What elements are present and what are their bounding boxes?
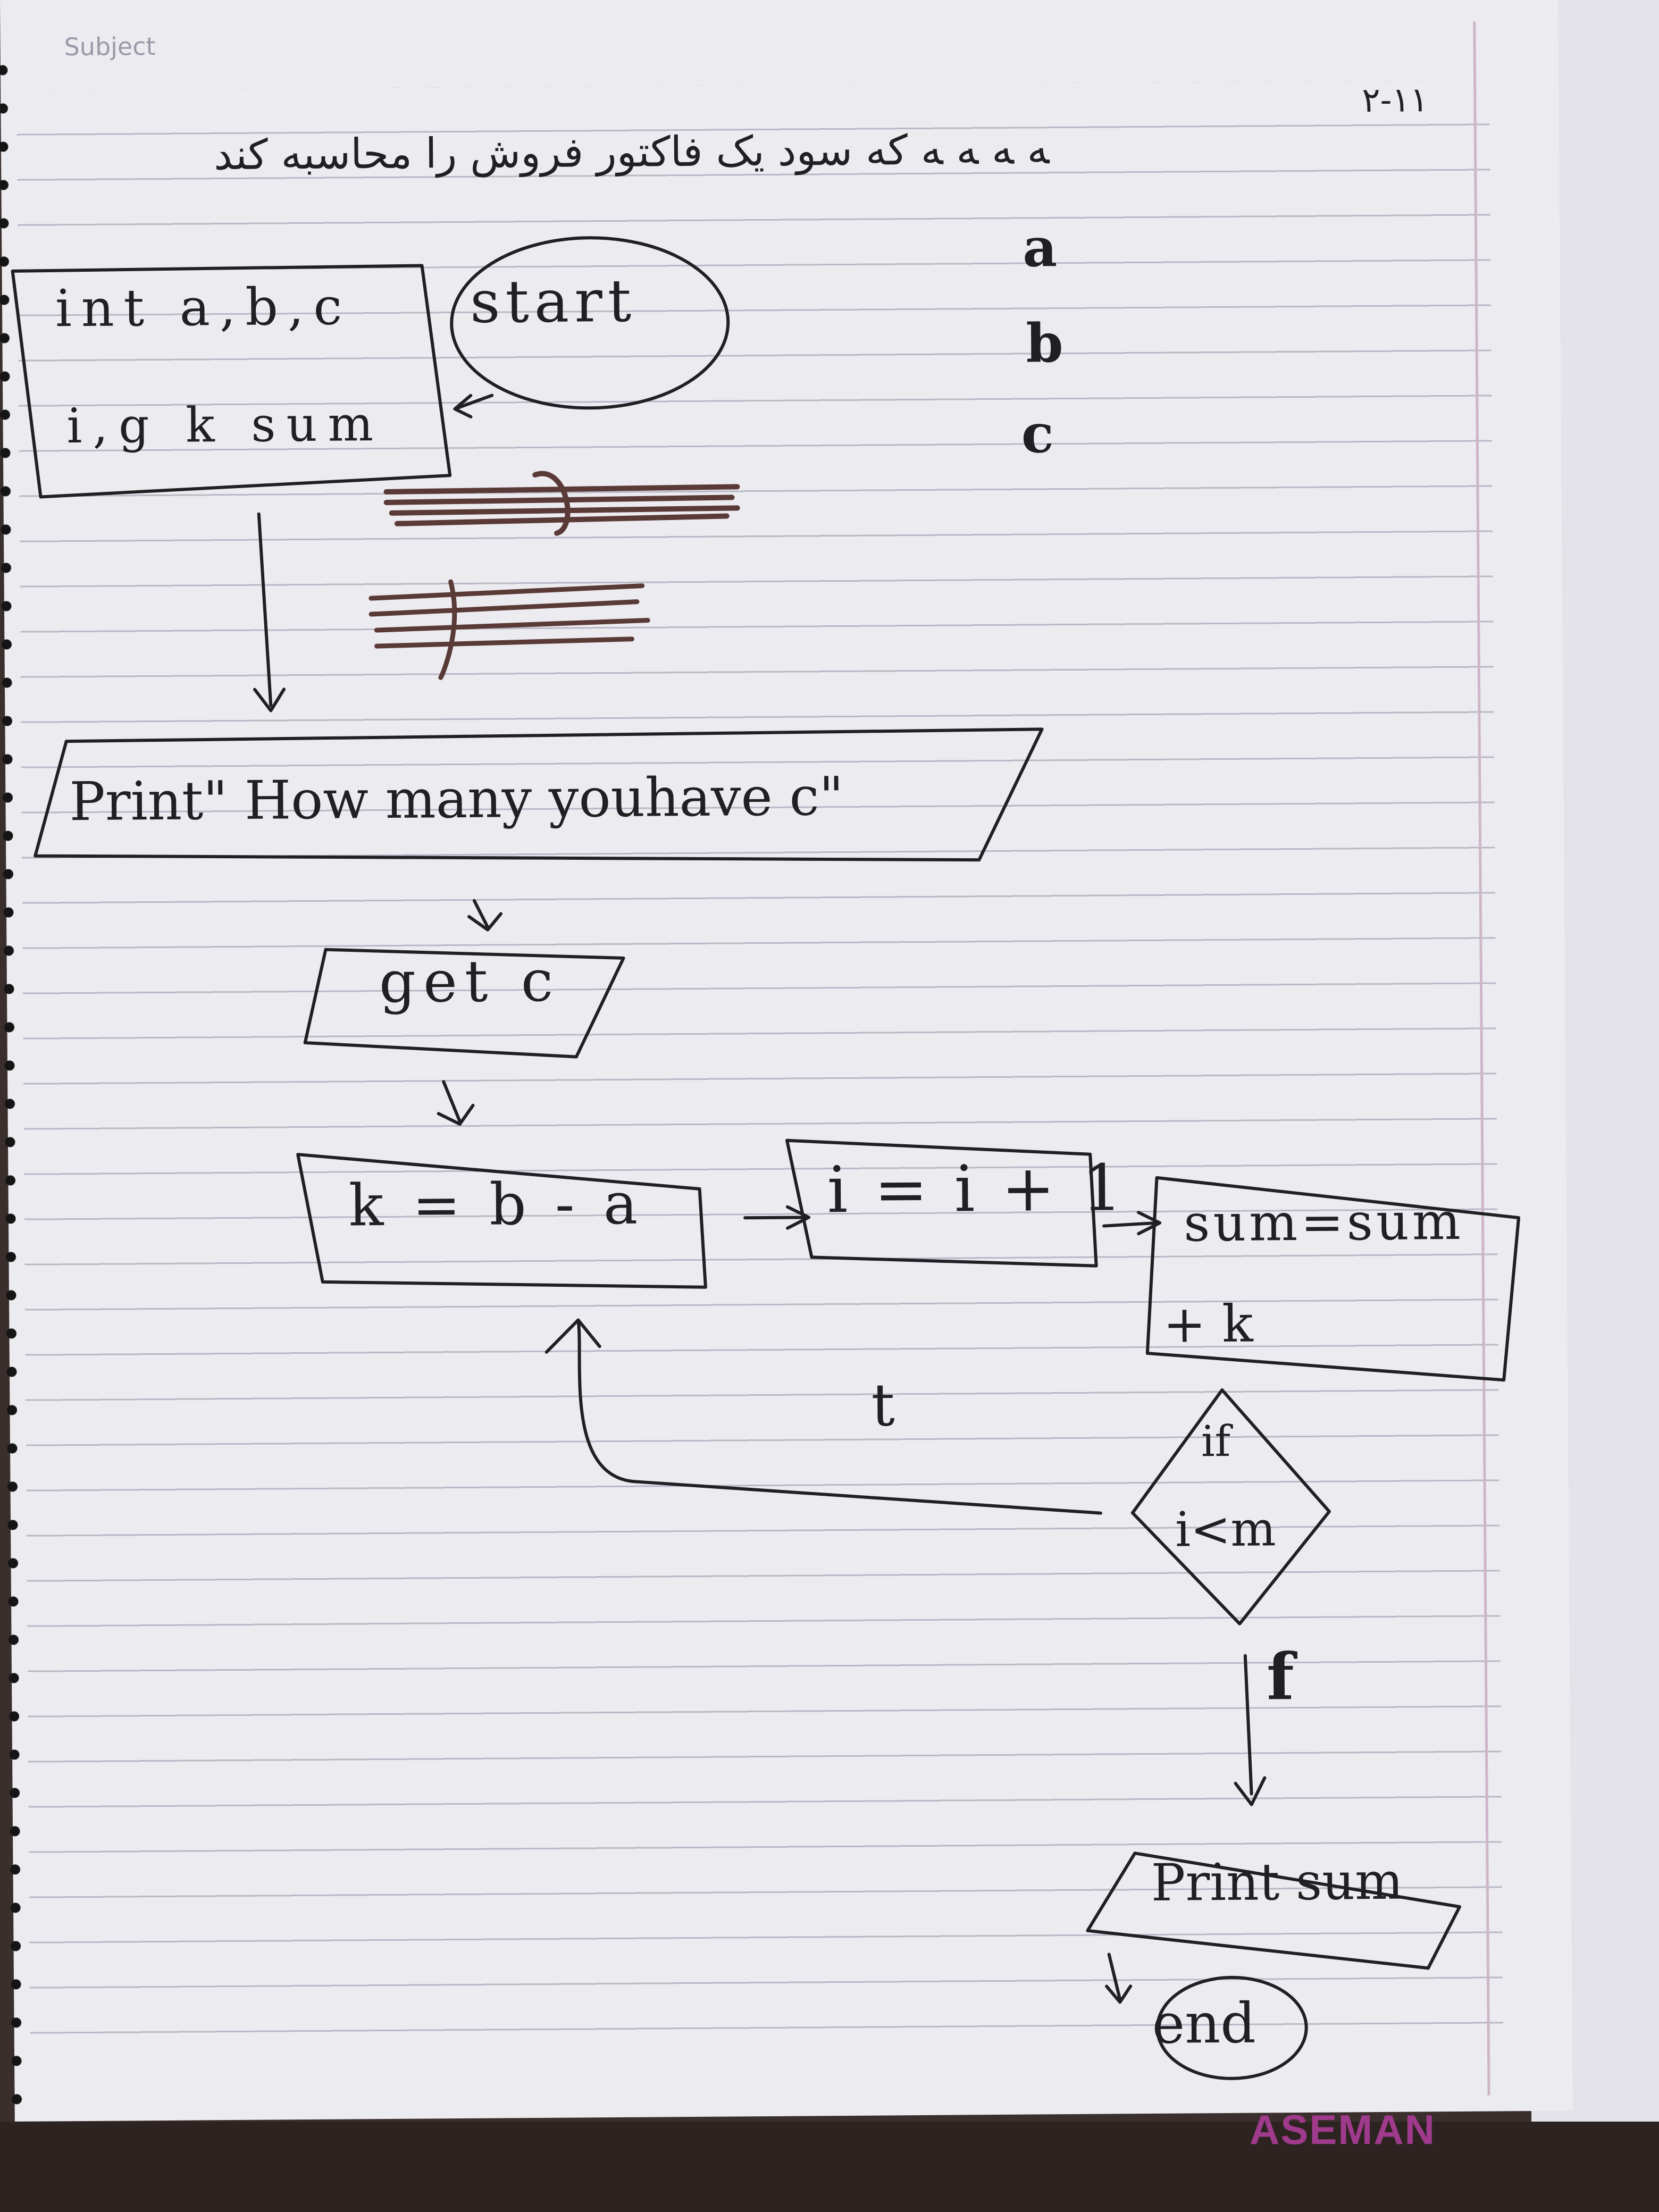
brand-logo: ASEMAN — [1250, 2106, 1436, 2153]
sum-box — [1145, 1176, 1521, 1382]
loop-back-arrow — [544, 1318, 1102, 1515]
print-prompt-box — [33, 727, 1044, 862]
print-sum-box — [1086, 1851, 1462, 1970]
arrow-increment-to-sum — [1102, 1211, 1162, 1236]
increment-box — [785, 1138, 1098, 1268]
arrow-print-to-get — [467, 899, 503, 932]
arrow-get-to-assign — [437, 1080, 475, 1126]
scribble-crossout-2 — [368, 579, 650, 680]
input-box — [303, 948, 625, 1059]
arrow-assign-to-increment — [743, 1205, 811, 1230]
declare-box — [11, 264, 452, 499]
arrow-declare-to-print — [253, 512, 286, 713]
condition-diamond — [1130, 1388, 1331, 1626]
start-terminal — [450, 236, 730, 410]
arrow-print-sum-to-end — [1105, 1953, 1133, 2004]
notebook-page: Subject ۲-۱۱ ﻪ ﻪ ﻪ ﻪ ﮐﻪ ﺳﻮﺩ ﯾﮏ ﻓﺎﮐﺘﻮﺭ ﻓﺮ… — [0, 0, 1573, 2138]
start-arrow — [453, 393, 494, 418]
arrow-condition-to-print-sum — [1234, 1654, 1267, 1806]
scribble-crossout-1 — [383, 471, 740, 536]
end-terminal — [1155, 1975, 1308, 2080]
flowchart-drawing — [11, 236, 1521, 2080]
assign-k-box — [296, 1153, 707, 1289]
table-surface — [0, 2122, 1659, 2212]
